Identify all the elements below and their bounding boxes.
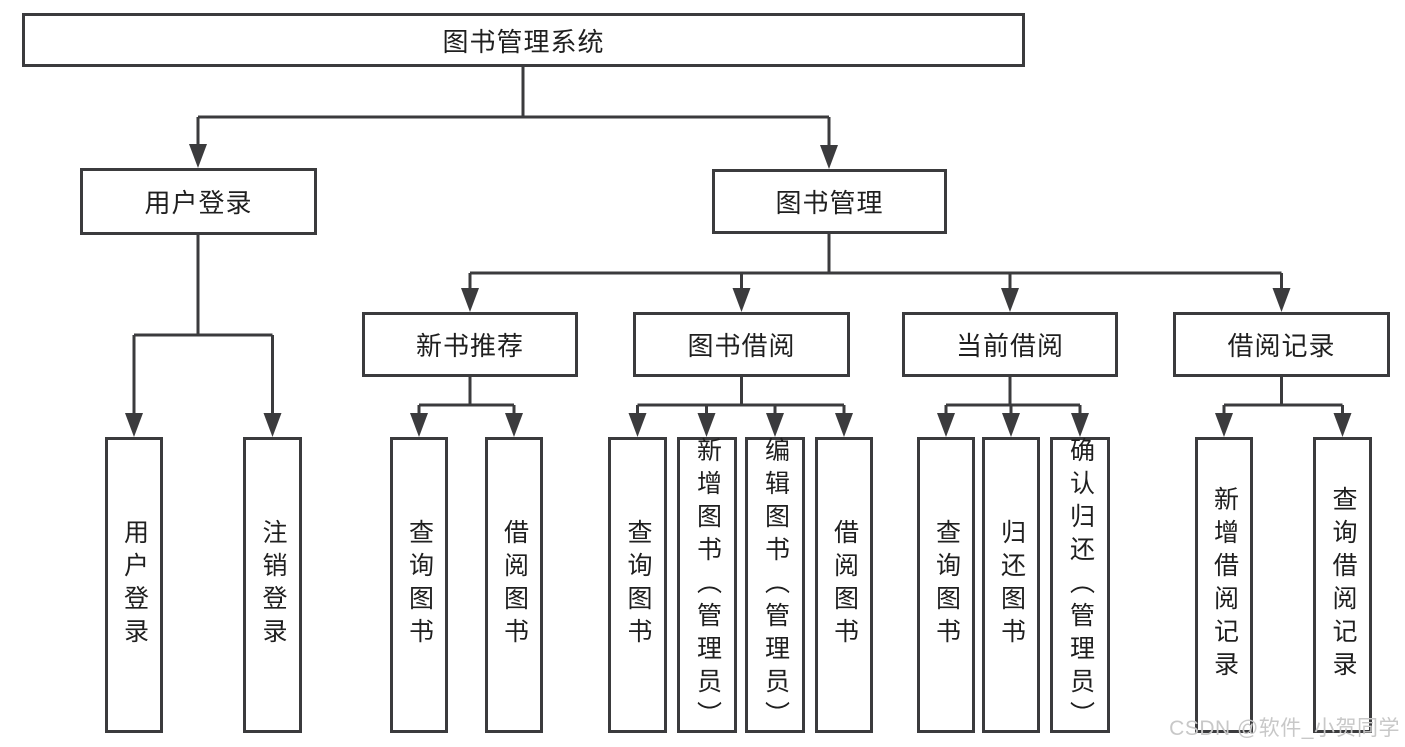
leaf-return-books: 归还图书 [982, 437, 1040, 733]
node-borrow-records: 借阅记录 [1173, 312, 1390, 377]
arrowhead [820, 145, 838, 169]
leaf-edit-books-admin: 编辑图书（管理员） [745, 436, 805, 734]
node-current-borrow: 当前借阅 [902, 312, 1118, 377]
leaf-label: 查询图书 [624, 519, 652, 651]
arrowhead [937, 413, 955, 437]
node-book-management: 图书管理 [712, 169, 947, 234]
leaf-label: 归还图书 [997, 519, 1026, 651]
leaf-label: 查询图书 [405, 519, 434, 651]
leaf-confirm-return-admin: 确认归还（管理员） [1050, 436, 1110, 734]
arrowhead [628, 413, 647, 437]
leaf-query-borrow-record: 查询借阅记录 [1313, 437, 1372, 733]
arrowhead [189, 144, 207, 168]
arrowhead [1333, 413, 1352, 437]
arrowhead [697, 413, 716, 437]
leaf-label: 编辑图书（管理员） [761, 436, 790, 734]
node-user-login: 用户登录 [80, 168, 317, 235]
leaf-label: 确认归还（管理员） [1066, 436, 1095, 734]
arrowhead [1002, 413, 1020, 437]
leaf-borrow-books-1: 借阅图书 [485, 437, 543, 733]
arrowhead [263, 413, 282, 437]
arrowhead [505, 413, 523, 437]
leaf-label: 查询图书 [932, 519, 961, 651]
leaf-label: 注销登录 [259, 519, 287, 651]
leaf-borrow-books-2: 借阅图书 [815, 437, 873, 733]
connector-root-to-level2 [196, 67, 831, 151]
leaf-label: 新增图书（管理员） [693, 436, 722, 734]
csdn-watermark: CSDN @软件_小贺同学 [1169, 717, 1400, 740]
connector-userlogin-to-leaves [132, 235, 274, 419]
leaf-query-books-2: 查询图书 [608, 437, 667, 733]
connector-borrowrecords-to-leaves [1222, 377, 1344, 419]
arrowhead [732, 288, 751, 312]
node-book-borrow: 图书借阅 [633, 312, 850, 377]
leaf-label: 用户登录 [120, 519, 149, 651]
arrowhead [766, 413, 784, 437]
arrowhead [125, 413, 143, 437]
leaf-user-login: 用户登录 [105, 437, 163, 733]
connector-bookborrow-to-leaves [636, 377, 846, 419]
leaf-query-books-3: 查询图书 [917, 437, 975, 733]
arrowhead [461, 288, 479, 312]
node-root-title: 图书管理系统 [22, 13, 1025, 67]
arrowhead [1272, 288, 1291, 312]
arrowhead [1071, 413, 1089, 437]
leaf-add-borrow-record: 新增借阅记录 [1195, 437, 1253, 733]
connector-newbookrec-to-leaves [417, 377, 516, 419]
connector-bookmgmt-to-level3 [468, 234, 1283, 294]
arrowhead [835, 413, 853, 437]
leaf-label: 新增借阅记录 [1210, 486, 1239, 684]
leaf-label: 借阅图书 [500, 519, 529, 651]
connector-currentborrow-to-leaves [944, 377, 1082, 419]
leaf-label: 借阅图书 [830, 519, 859, 651]
node-new-book-recommend: 新书推荐 [362, 312, 578, 377]
arrowhead [410, 413, 428, 437]
leaf-label: 查询借阅记录 [1329, 486, 1357, 684]
leaf-logout: 注销登录 [243, 437, 302, 733]
leaf-query-books-1: 查询图书 [390, 437, 448, 733]
arrowhead [1001, 288, 1019, 312]
arrowhead [1215, 413, 1233, 437]
leaf-add-books-admin: 新增图书（管理员） [677, 436, 737, 734]
